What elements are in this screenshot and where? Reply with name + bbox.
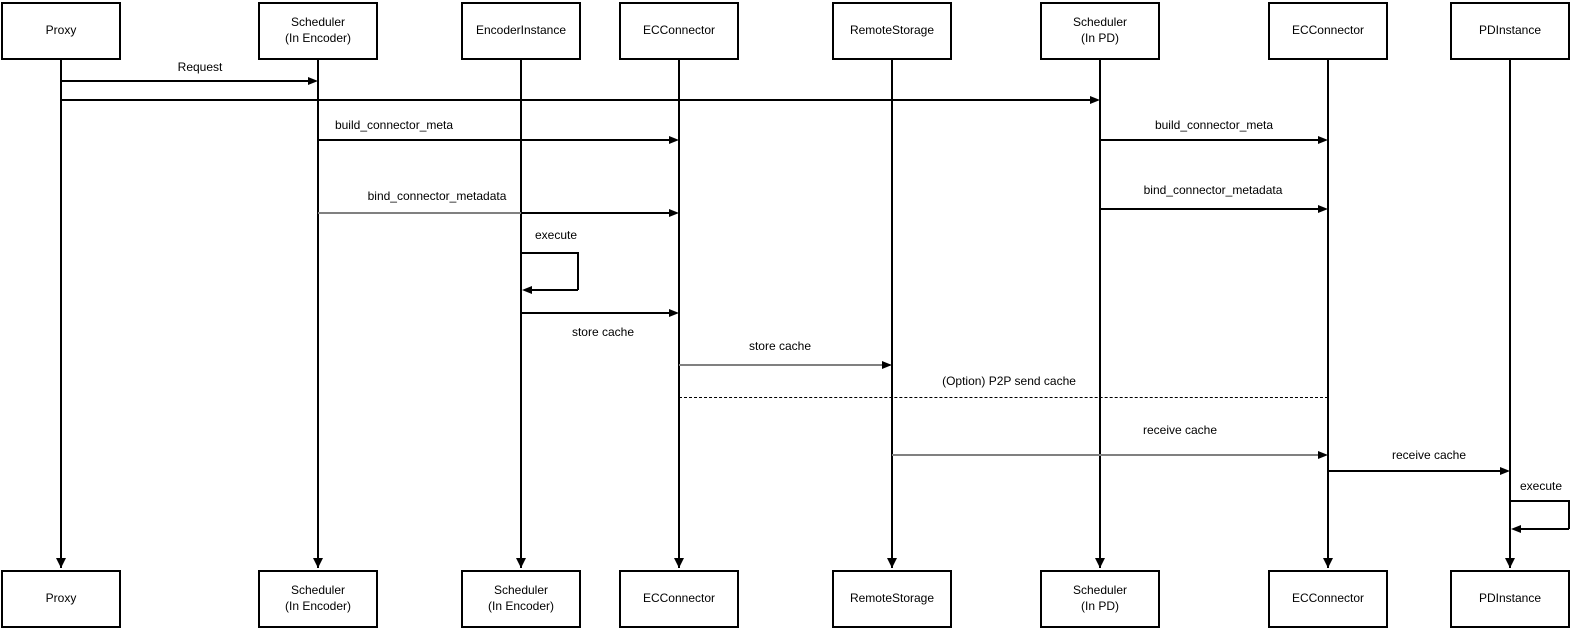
lifeline-end-arrow-ec-connector-1 — [674, 558, 684, 568]
message-arrowhead-request — [308, 76, 318, 85]
self-loop-top-execute-encoder — [521, 252, 578, 254]
lifeline-remote-storage — [891, 60, 893, 568]
self-loop-bottom-execute-pd — [1519, 528, 1569, 530]
self-loop-label-execute-pd: execute — [1517, 479, 1565, 493]
lifeline-end-arrow-pd-instance — [1505, 558, 1515, 568]
message-arrowhead-build-connector-meta-pd — [1318, 135, 1328, 144]
message-label-build-connector-meta-enc: build_connector_meta — [332, 118, 456, 132]
message-label-receive-cache-from-storage: receive cache — [1140, 423, 1220, 437]
message-line-bind-connector-metadata-enc-seg0 — [318, 212, 521, 214]
self-loop-top-execute-pd — [1510, 500, 1569, 502]
participant-bottom-scheduler-in-pd: Scheduler (In PD) — [1040, 570, 1160, 628]
message-line-receive-cache-from-storage — [892, 454, 1320, 456]
participant-top-remote-storage: RemoteStorage — [832, 2, 952, 60]
lifeline-end-arrow-scheduler-in-pd — [1095, 558, 1105, 568]
message-line-p2p-send-cache — [679, 397, 1328, 398]
participant-bottom-encoder-instance: Scheduler (In Encoder) — [461, 570, 581, 628]
participant-bottom-ec-connector-2: ECConnector — [1268, 570, 1388, 628]
message-label-bind-connector-metadata-enc: bind_connector_metadata — [365, 189, 509, 203]
participant-top-encoder-instance: EncoderInstance — [461, 2, 581, 60]
message-label-store-cache-to-storage: store cache — [746, 339, 814, 353]
message-line-build-connector-meta-enc — [318, 139, 671, 141]
self-loop-bottom-execute-encoder — [530, 289, 578, 291]
self-loop-arrowhead-execute-encoder — [522, 285, 532, 294]
message-arrowhead-store-cache-to-storage — [882, 360, 892, 369]
self-loop-side-execute-pd — [1568, 500, 1570, 529]
lifeline-proxy — [60, 60, 62, 568]
message-arrowhead-bind-connector-metadata-pd — [1318, 204, 1328, 213]
message-arrowhead-store-cache-to-connector — [669, 308, 679, 317]
message-label-request: Request — [175, 60, 225, 74]
lifeline-end-arrow-proxy — [56, 558, 66, 568]
participant-top-scheduler-in-encoder: Scheduler (In Encoder) — [258, 2, 378, 60]
lifeline-end-arrow-ec-connector-2 — [1323, 558, 1333, 568]
message-line-proxy-to-scheduler-pd — [61, 99, 1092, 101]
lifeline-end-arrow-encoder-instance — [516, 558, 526, 568]
message-line-bind-connector-metadata-pd — [1100, 208, 1320, 210]
message-arrowhead-receive-cache-from-storage — [1318, 450, 1328, 459]
participant-top-proxy: Proxy — [1, 2, 121, 60]
message-arrowhead-build-connector-meta-enc — [669, 135, 679, 144]
participant-bottom-remote-storage: RemoteStorage — [832, 570, 952, 628]
message-arrowhead-proxy-to-scheduler-pd — [1090, 95, 1100, 104]
lifeline-encoder-instance — [520, 60, 522, 568]
lifeline-scheduler-in-encoder — [317, 60, 319, 568]
lifeline-end-arrow-scheduler-in-encoder — [313, 558, 323, 568]
message-label-build-connector-meta-pd: build_connector_meta — [1152, 118, 1276, 132]
message-line-receive-cache-to-pd — [1328, 470, 1502, 472]
self-loop-label-execute-encoder: execute — [532, 228, 580, 242]
lifeline-ec-connector-2 — [1327, 60, 1329, 568]
participant-top-ec-connector-2: ECConnector — [1268, 2, 1388, 60]
participant-top-scheduler-in-pd: Scheduler (In PD) — [1040, 2, 1160, 60]
message-line-bind-connector-metadata-enc-seg1 — [521, 212, 671, 214]
participant-bottom-proxy: Proxy — [1, 570, 121, 628]
participant-bottom-pd-instance: PDInstance — [1450, 570, 1570, 628]
message-line-store-cache-to-storage — [679, 364, 884, 366]
self-loop-side-execute-encoder — [577, 252, 579, 290]
participant-top-pd-instance: PDInstance — [1450, 2, 1570, 60]
lifeline-pd-instance — [1509, 60, 1511, 568]
message-line-request — [61, 80, 310, 82]
lifeline-end-arrow-remote-storage — [887, 558, 897, 568]
message-arrowhead-receive-cache-to-pd — [1500, 466, 1510, 475]
message-label-receive-cache-to-pd: receive cache — [1389, 448, 1469, 462]
participant-bottom-scheduler-in-encoder: Scheduler (In Encoder) — [258, 570, 378, 628]
message-label-p2p-send-cache: (Option) P2P send cache — [940, 374, 1078, 388]
participant-top-ec-connector-1: ECConnector — [619, 2, 739, 60]
self-loop-arrowhead-execute-pd — [1511, 524, 1521, 533]
lifeline-ec-connector-1 — [678, 60, 680, 568]
message-label-store-cache-to-connector: store cache — [569, 325, 637, 339]
participant-bottom-ec-connector-1: ECConnector — [619, 570, 739, 628]
message-label-bind-connector-metadata-pd: bind_connector_metadata — [1141, 183, 1285, 197]
message-arrowhead-bind-connector-metadata-enc — [669, 208, 679, 217]
message-line-store-cache-to-connector — [521, 312, 671, 314]
message-line-build-connector-meta-pd — [1100, 139, 1320, 141]
lifeline-scheduler-in-pd — [1099, 60, 1101, 568]
